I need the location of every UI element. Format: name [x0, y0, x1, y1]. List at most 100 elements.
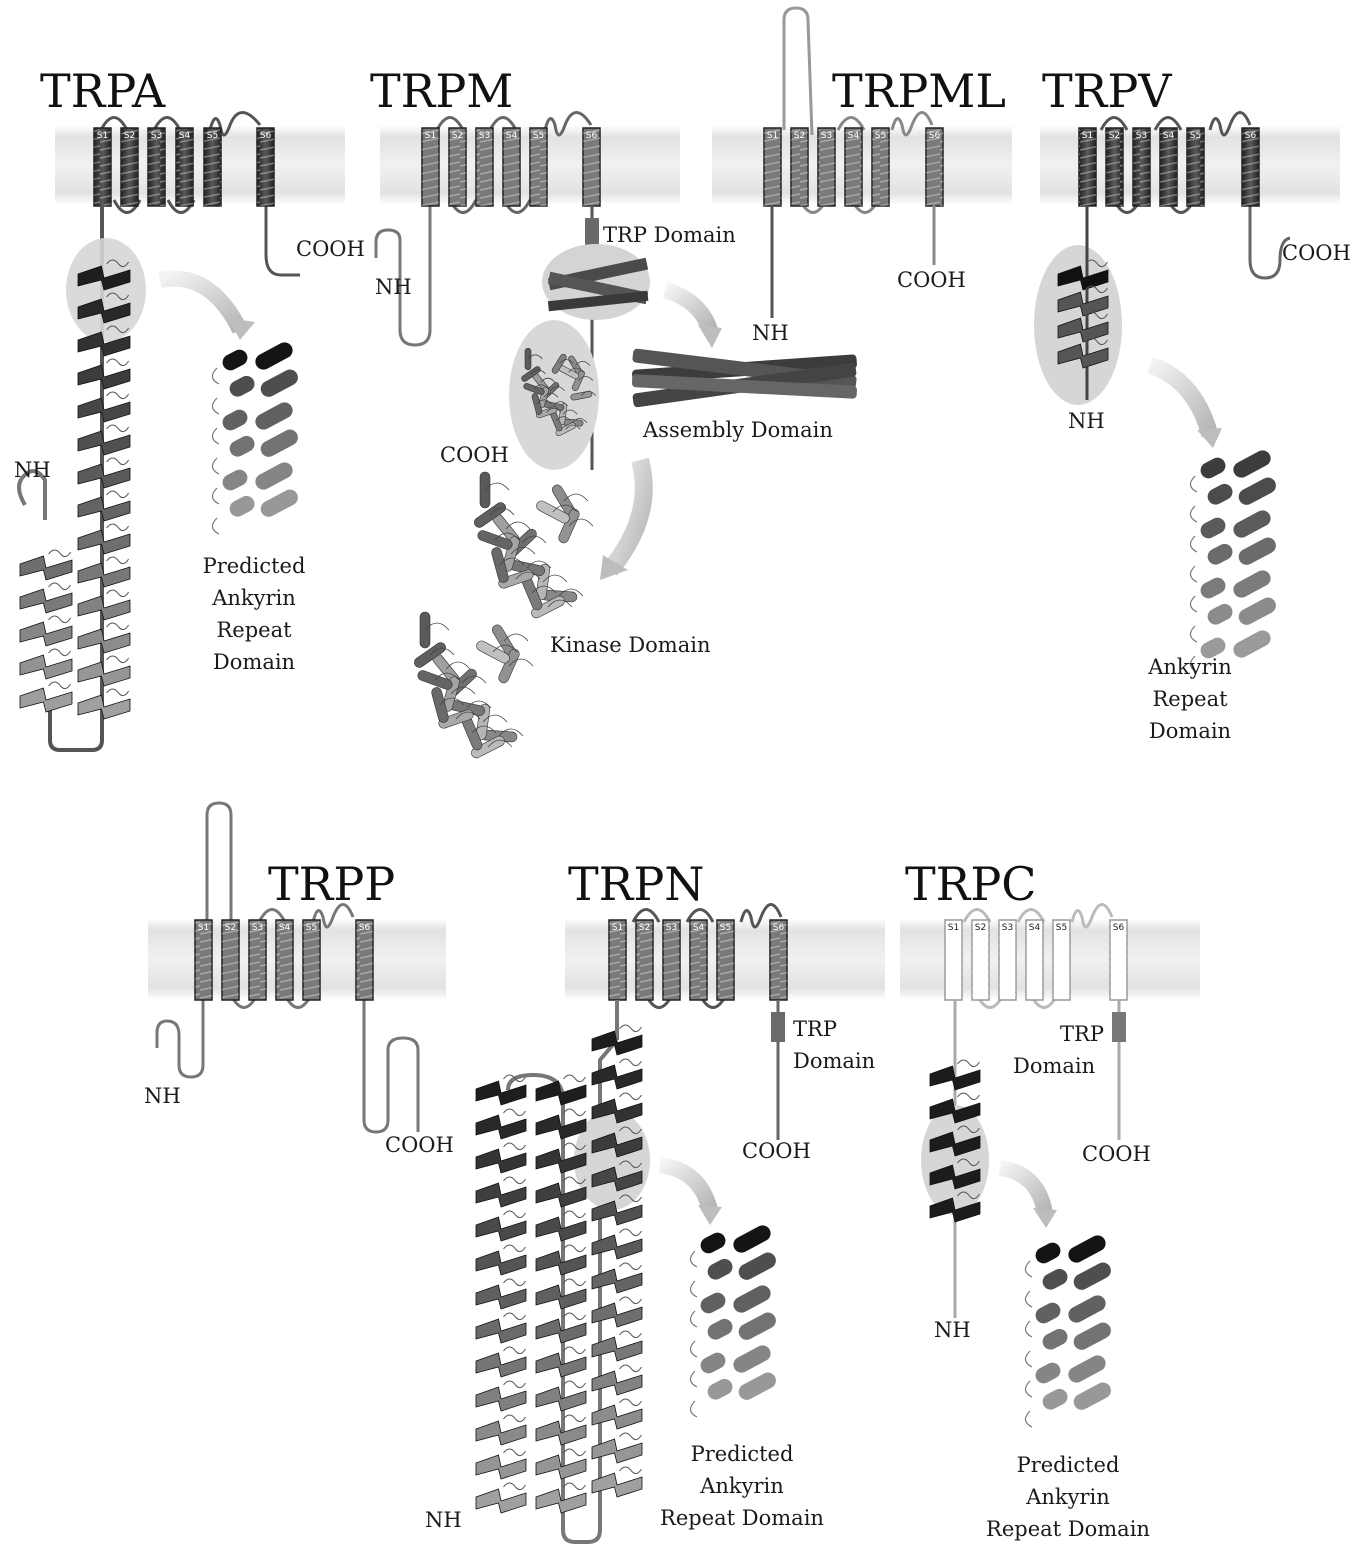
trpn-segment-label-6: S6	[773, 923, 785, 933]
trpn-predicted-structure	[689, 1225, 776, 1418]
trpm-helix-stripe-4	[503, 128, 520, 206]
trpn-helix-stripe-5	[717, 920, 734, 1000]
trpn-helix-stripe-2	[636, 920, 653, 1000]
membrane-trpp	[148, 918, 446, 1000]
trpm-kinase-loop-10	[565, 424, 581, 430]
trpc-helix-stripe-1	[945, 920, 962, 1000]
trpn-segment-label-2: S2	[639, 923, 650, 933]
trpn-ankyrin-repeat-5	[475, 1210, 527, 1242]
trpv-cylinder-b-4	[1238, 537, 1276, 565]
trpn-cylinder-a-2	[707, 1258, 733, 1280]
trpn-ankyrin-repeat-3	[591, 1092, 643, 1124]
trpp-c-terminal-chain	[362, 1000, 420, 1134]
trpa-ankyrin-stack	[19, 259, 131, 720]
trpml-segment-label-6: S6	[929, 131, 941, 141]
trpc-arrow-head	[1033, 1208, 1057, 1228]
trpv-extracellular-loops	[1099, 111, 1252, 137]
trpm-kinase-helix-18	[570, 390, 593, 401]
trpn-helix-stripe-6	[770, 920, 787, 1000]
trpc-segment-label-3: S3	[1002, 923, 1013, 933]
trpn-n-terminal-chain	[506, 1000, 619, 1544]
trpa-ankyrin-repeat-7	[77, 457, 131, 489]
trpc-ankyrin-stack	[929, 1059, 981, 1223]
trpc-segment-label-1: S1	[948, 923, 959, 933]
trpn-coil-5	[689, 1370, 698, 1388]
trpn-helix-stripe-1	[609, 920, 626, 1000]
trpv-coil-3	[1189, 535, 1198, 553]
trpp-helix-stripe-4	[276, 920, 293, 1000]
trpa-ankyrin-repeat-4	[19, 648, 73, 680]
trpc-cooh-label: COOH	[1082, 1142, 1151, 1166]
trpa-helix-stripe-5	[204, 128, 221, 206]
trpm-kinase-loop-16	[439, 697, 465, 706]
trpv-cylinder-b-1	[1233, 450, 1271, 478]
trpml-helix-stripe-3	[818, 128, 835, 206]
trpp-segment-label-3: S3	[252, 923, 263, 933]
trpm-segment-label-4: S4	[506, 131, 518, 141]
trpml-segment-label-5: S5	[875, 131, 886, 141]
trpv-domain-label-1: Ankyrin	[1147, 655, 1232, 679]
trpp-n-terminal-chain	[155, 1000, 205, 1079]
trpc-cylinder-a-4	[1042, 1328, 1068, 1350]
trpn-nh-label: NH	[425, 1508, 462, 1532]
trpn-cylinder-a-1	[700, 1232, 726, 1254]
trpa-extracellular-loops	[99, 111, 262, 137]
trpp-segment-label-2: S2	[225, 923, 236, 933]
trpm-kinase-loop-10	[487, 739, 513, 748]
trpn-ankyrin-repeat-8	[591, 1262, 643, 1294]
trpv-cylinder-b-7	[1233, 630, 1271, 658]
trpn-ankyrin-repeat-10	[475, 1380, 527, 1412]
trpc-cylinder-b-3	[1068, 1295, 1106, 1323]
trpm-kinase-large-structure	[414, 471, 594, 759]
trpm-kinase-loop-14	[455, 711, 481, 720]
trpc-nh-label: NH	[934, 1318, 971, 1342]
trpc-predicted-label-1: Predicted	[1017, 1453, 1120, 1477]
trpc-cylinder-a-6	[1042, 1388, 1068, 1410]
trpm-kinase-loop-9	[450, 686, 476, 695]
trpa-cylinder-b-6	[260, 489, 298, 517]
trpm-kinase-loop-5	[562, 409, 578, 415]
trpn-ankyrin-repeat-2	[535, 1108, 587, 1140]
trpm-kinase-loop-4	[445, 661, 471, 670]
trpa-ankyrin-repeat-10	[77, 556, 131, 588]
trpc-coil-1	[1024, 1260, 1033, 1278]
trpml-segment-label-1: S1	[767, 131, 778, 141]
trpc-cylinder-a-2	[1042, 1268, 1068, 1290]
trpa-coil-1	[211, 367, 220, 385]
trpv-helix-stripe-6	[1242, 128, 1259, 206]
trpa-ankyrin-repeat-5	[19, 681, 73, 713]
trpa-domain-label-2: Ankyrin	[211, 586, 296, 610]
trpv-coil-4	[1189, 565, 1198, 583]
trpa-ankyrin-repeat-2	[19, 582, 73, 614]
trpa-segment-label-2: S2	[124, 131, 135, 141]
trpa-ankyrin-repeat-3	[77, 325, 131, 357]
trpn-ankyrin-repeat-5	[535, 1210, 587, 1242]
trpc-coil-2	[1024, 1290, 1033, 1308]
trpv-cylinder-b-3	[1233, 510, 1271, 538]
trpc-predicted-label-3: Repeat Domain	[986, 1517, 1150, 1541]
trpa-segment-label-5: S5	[207, 131, 218, 141]
trpm-kinase-loop-4	[540, 377, 556, 383]
trpm-assembly-arrow	[662, 282, 718, 333]
trpn-ankyrin-repeat-1	[535, 1074, 587, 1106]
trpv-coil-1	[1189, 475, 1198, 493]
trpn-ankyrin-repeat-13	[535, 1482, 587, 1514]
trpml-helix-stripe-5	[872, 128, 889, 206]
trpc-ankyrin-repeat-4	[929, 1158, 981, 1190]
trpn-cylinder-a-5	[700, 1352, 726, 1374]
trpm-kinase-loop-8	[503, 633, 529, 642]
trpa-cooh-tail	[264, 205, 300, 277]
trpn-arrow-head	[698, 1205, 722, 1225]
trpm-kinase-loop-14	[515, 571, 541, 580]
trpn-helix-stripe-3	[663, 920, 680, 1000]
trpa-predicted-structure	[211, 342, 298, 535]
trpv-helix-stripe-4	[1160, 128, 1177, 206]
trpa-arrow-head	[228, 318, 255, 340]
trpc-cylinder-b-4	[1073, 1322, 1111, 1350]
trpn-cooh-label: COOH	[742, 1139, 811, 1163]
trpm-kinase-loop-16	[499, 557, 525, 566]
trpa-coil-2	[211, 397, 220, 415]
trpv-ankyrin-structure	[1189, 450, 1276, 673]
